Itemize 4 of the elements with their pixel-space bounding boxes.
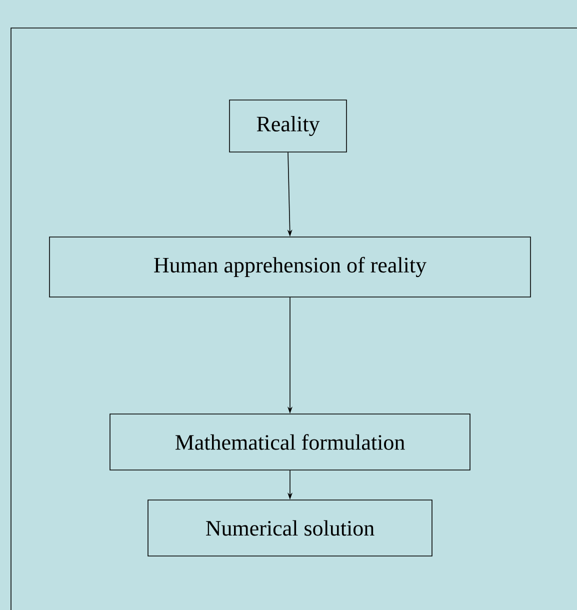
process-box: Human apprehension of reality [49, 236, 531, 298]
process-box: Reality [229, 100, 347, 152]
process-box: Numerical solution [148, 500, 432, 556]
process-box: Mathematical formulation [110, 414, 470, 470]
